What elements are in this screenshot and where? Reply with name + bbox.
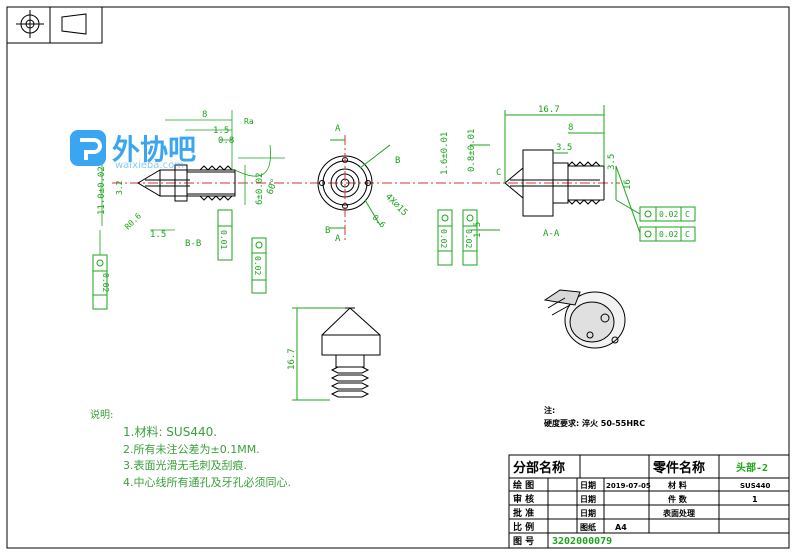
svg-text:0.01: 0.01 bbox=[219, 230, 228, 249]
ra-label: Ra bbox=[244, 117, 254, 126]
dim-0-6: 0.6 bbox=[371, 213, 388, 230]
sheet-border bbox=[6, 6, 790, 549]
dim-3-5a: 3.5 bbox=[556, 143, 572, 153]
material-value: SUS440 bbox=[740, 482, 771, 490]
drawing-no-value: 3202000079 bbox=[552, 536, 612, 547]
tolerance-frame-5: 0.02 bbox=[462, 209, 478, 266]
svg-text:C: C bbox=[685, 210, 690, 219]
svg-text:0.02: 0.02 bbox=[659, 210, 678, 219]
section-label-aa: A-A bbox=[543, 229, 560, 239]
dim-16: 16 bbox=[623, 179, 633, 190]
component-label: 零件名称 bbox=[652, 460, 705, 476]
scale-label: 比 例 bbox=[513, 521, 534, 533]
dim-3-2: 3.2 bbox=[115, 180, 124, 195]
dim-r0-6: R0.6 bbox=[123, 211, 143, 231]
part-name-label: 分部名称 bbox=[513, 460, 565, 476]
dim-0-8-01: 0.8±0.01 bbox=[467, 129, 477, 172]
drawing-no-label: 图 号 bbox=[513, 536, 534, 547]
date-label-3: 日期 bbox=[580, 508, 596, 518]
review-label: 审 核 bbox=[513, 493, 534, 505]
svg-text:0.02: 0.02 bbox=[101, 273, 110, 292]
label-a-top: A bbox=[335, 124, 341, 134]
section-label-bb: B-B bbox=[185, 239, 201, 249]
tolerance-frame-3: 0.02 bbox=[251, 237, 267, 294]
date-label-2: 日期 bbox=[580, 494, 596, 504]
title-block bbox=[508, 454, 790, 549]
dim-lines-right bbox=[470, 105, 641, 234]
tolerance-frame-6: 0.02 C bbox=[639, 206, 696, 222]
tolerance-frame-4: 0.02 bbox=[437, 209, 453, 266]
hardness-note: 硬度要求: 淬火 50-55HRC bbox=[544, 418, 645, 428]
label-a-bottom: A bbox=[335, 234, 341, 244]
note-3: 3.表面光滑无毛刺及刮痕. bbox=[123, 458, 247, 472]
paper-label: 图纸 bbox=[580, 522, 596, 532]
end-view-leaders bbox=[330, 139, 391, 229]
side-view bbox=[321, 307, 381, 398]
dim-3-5b: 3.5 bbox=[607, 154, 617, 170]
section-view-bb bbox=[137, 164, 236, 202]
qty-label: 件 数 bbox=[668, 494, 688, 504]
label-b-top: B bbox=[395, 156, 400, 166]
note-2: 2.所有未注公差为±0.1MM. bbox=[123, 442, 260, 456]
watermark-brand: 外协吧 bbox=[112, 133, 196, 166]
watermark-logo: 外协吧 waixieba.com bbox=[70, 130, 196, 171]
note-1: 1.材料: SUS440. bbox=[123, 425, 217, 439]
surface-label: 表面处理 bbox=[662, 508, 695, 518]
svg-text:C: C bbox=[685, 230, 690, 239]
dim-1-6: 1.6±0.01 bbox=[440, 132, 450, 175]
draw-label: 绘 图 bbox=[513, 479, 534, 491]
date-label-1: 日期 bbox=[580, 480, 596, 490]
dim-60: 60° bbox=[265, 177, 280, 196]
dim-1-5a: 1.5 bbox=[213, 126, 229, 136]
dim-0-8: 0.8 bbox=[218, 136, 234, 146]
projection-symbol bbox=[6, 6, 103, 44]
svg-text:0.02: 0.02 bbox=[439, 229, 448, 248]
qty-value: 1 bbox=[752, 495, 758, 504]
dim-8b: 8 bbox=[568, 123, 573, 133]
end-view bbox=[317, 155, 373, 211]
dim-16-7b: 16.7 bbox=[287, 348, 297, 370]
date-value: 2019-07-05 bbox=[606, 482, 651, 490]
approve-label: 批 准 bbox=[513, 507, 534, 519]
dim-1-5d: 1.5 bbox=[473, 222, 483, 238]
tolerance-frame-1: 0.02 bbox=[92, 254, 110, 310]
dim-16-7a: 16.7 bbox=[538, 105, 560, 115]
side-view-dim bbox=[292, 307, 345, 401]
svg-text:0.02: 0.02 bbox=[464, 229, 473, 248]
label-b-bottom: B bbox=[325, 226, 330, 236]
section-view-aa bbox=[504, 149, 605, 217]
watermark-url: waixieba.com bbox=[115, 160, 184, 171]
component-value: 头部-2 bbox=[736, 461, 768, 474]
isometric-view bbox=[543, 289, 626, 349]
paper-value: A4 bbox=[615, 523, 627, 532]
dim-4x15: 4X⌀15 bbox=[383, 192, 409, 218]
note-label: 注: bbox=[544, 405, 555, 415]
dim-8: 8 bbox=[202, 110, 207, 120]
material-label: 材 料 bbox=[668, 480, 687, 490]
tolerance-frame-7: 0.02 C bbox=[639, 226, 696, 242]
label-c: C bbox=[496, 168, 501, 178]
dim-6: 6±0.02 bbox=[255, 172, 265, 205]
dim-11: 11.0±0.02 bbox=[97, 166, 107, 215]
note-4: 4.中心线所有通孔及牙孔必须同心. bbox=[123, 475, 291, 489]
svg-text:0.02: 0.02 bbox=[253, 256, 262, 275]
dim-1-5b: 1.5 bbox=[150, 230, 166, 240]
notes-heading: 说明: bbox=[90, 408, 113, 421]
tolerance-frame-2: 0.01 bbox=[217, 209, 233, 261]
svg-text:0.02: 0.02 bbox=[659, 230, 678, 239]
